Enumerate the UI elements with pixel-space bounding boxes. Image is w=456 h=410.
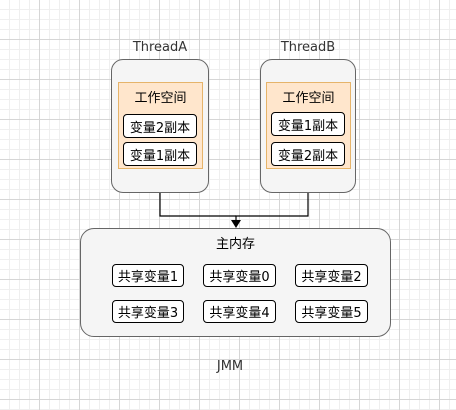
shared-var-3: 共享变量3 xyxy=(112,300,184,323)
thread-a-label: ThreadA xyxy=(132,40,188,55)
thread-b-var-2: 变量2副本 xyxy=(271,142,345,166)
thread-b-label: ThreadB xyxy=(280,40,336,55)
arrowhead-icon xyxy=(231,220,241,228)
thread-a-workspace-title: 工作空间 xyxy=(134,91,187,106)
shared-var-0: 共享变量0 xyxy=(203,264,276,287)
thread-a-var-1: 变量2副本 xyxy=(123,114,197,138)
edge-threadb-to-memory xyxy=(235,193,309,222)
edge-threada-to-memory xyxy=(159,193,236,217)
thread-b-var-1: 变量1副本 xyxy=(271,112,345,136)
thread-a-var-2: 变量1副本 xyxy=(123,142,197,166)
diagram-caption: JMM xyxy=(216,359,244,374)
shared-var-4: 共享变量4 xyxy=(203,300,276,323)
main-memory-title: 主内存 xyxy=(215,237,255,252)
shared-var-2: 共享变量2 xyxy=(295,264,368,287)
shared-var-1: 共享变量1 xyxy=(112,264,184,287)
shared-var-5: 共享变量5 xyxy=(295,300,368,323)
thread-b-workspace-title: 工作空间 xyxy=(282,91,335,106)
